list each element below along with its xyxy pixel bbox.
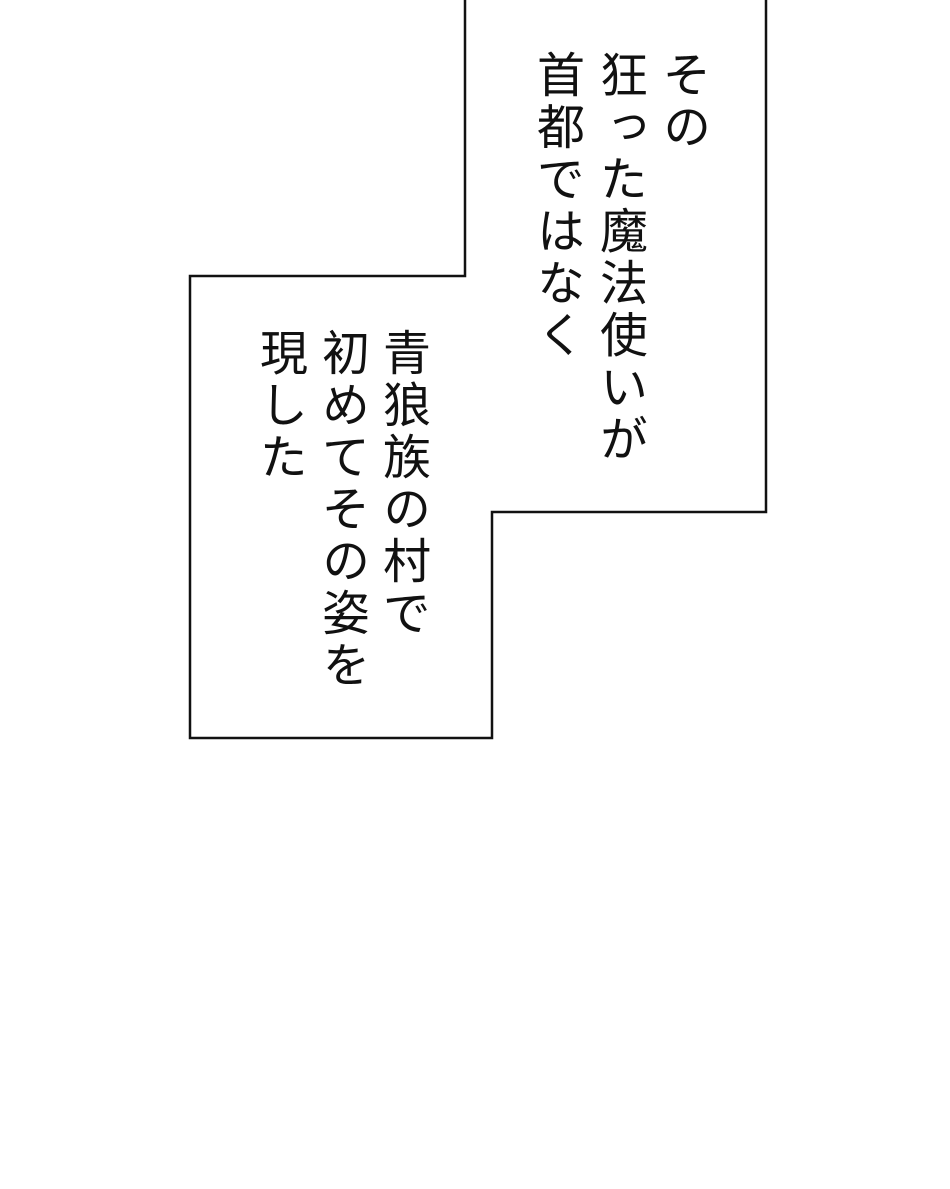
caption-line: 青狼族の村で <box>374 328 430 640</box>
caption-line: 首都ではなく <box>528 50 584 362</box>
caption-line: その <box>654 50 710 154</box>
caption-line: 現した <box>251 328 307 484</box>
caption-line: 狂った魔法使いが <box>591 50 647 466</box>
caption-line: 初めてその姿を <box>313 328 369 692</box>
